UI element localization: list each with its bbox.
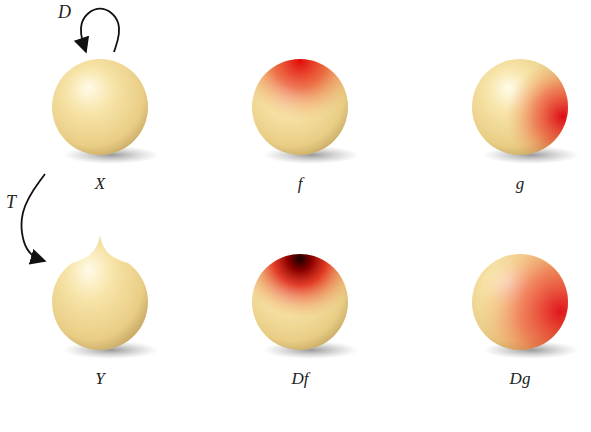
operator-label: T	[4, 192, 18, 212]
sphere-surface	[245, 247, 355, 357]
sphere-node: X	[45, 52, 155, 196]
function-color	[472, 59, 568, 155]
function-color	[472, 254, 568, 350]
surface-body	[52, 235, 148, 350]
function-color	[252, 59, 348, 155]
sphere-node: g	[465, 52, 575, 196]
map-arrow	[22, 174, 45, 261]
shape-label: Y	[45, 369, 155, 389]
sphere-node: Y	[45, 247, 155, 391]
surface-body	[472, 254, 568, 350]
self-loop-arrow	[81, 9, 119, 52]
sphere-node: Df	[245, 247, 355, 391]
sphere-surface	[45, 52, 155, 162]
shape-label: Dg	[465, 369, 575, 389]
operator-label: D	[56, 2, 73, 22]
surface-body	[252, 254, 348, 350]
surface-body	[52, 59, 148, 155]
sphere-surface	[245, 52, 355, 162]
sphere-surface	[465, 52, 575, 162]
shape-label: g	[465, 174, 575, 194]
sphere-node: Dg	[465, 247, 575, 391]
sphere-surface	[465, 247, 575, 357]
shape-label: f	[245, 174, 355, 194]
surface-body	[472, 59, 568, 155]
surface-body	[252, 59, 348, 155]
shape-label: Df	[245, 369, 355, 389]
sphere-node: f	[245, 52, 355, 196]
deformed-surface	[45, 247, 155, 357]
shape-label: X	[45, 174, 155, 194]
function-color	[252, 254, 348, 350]
